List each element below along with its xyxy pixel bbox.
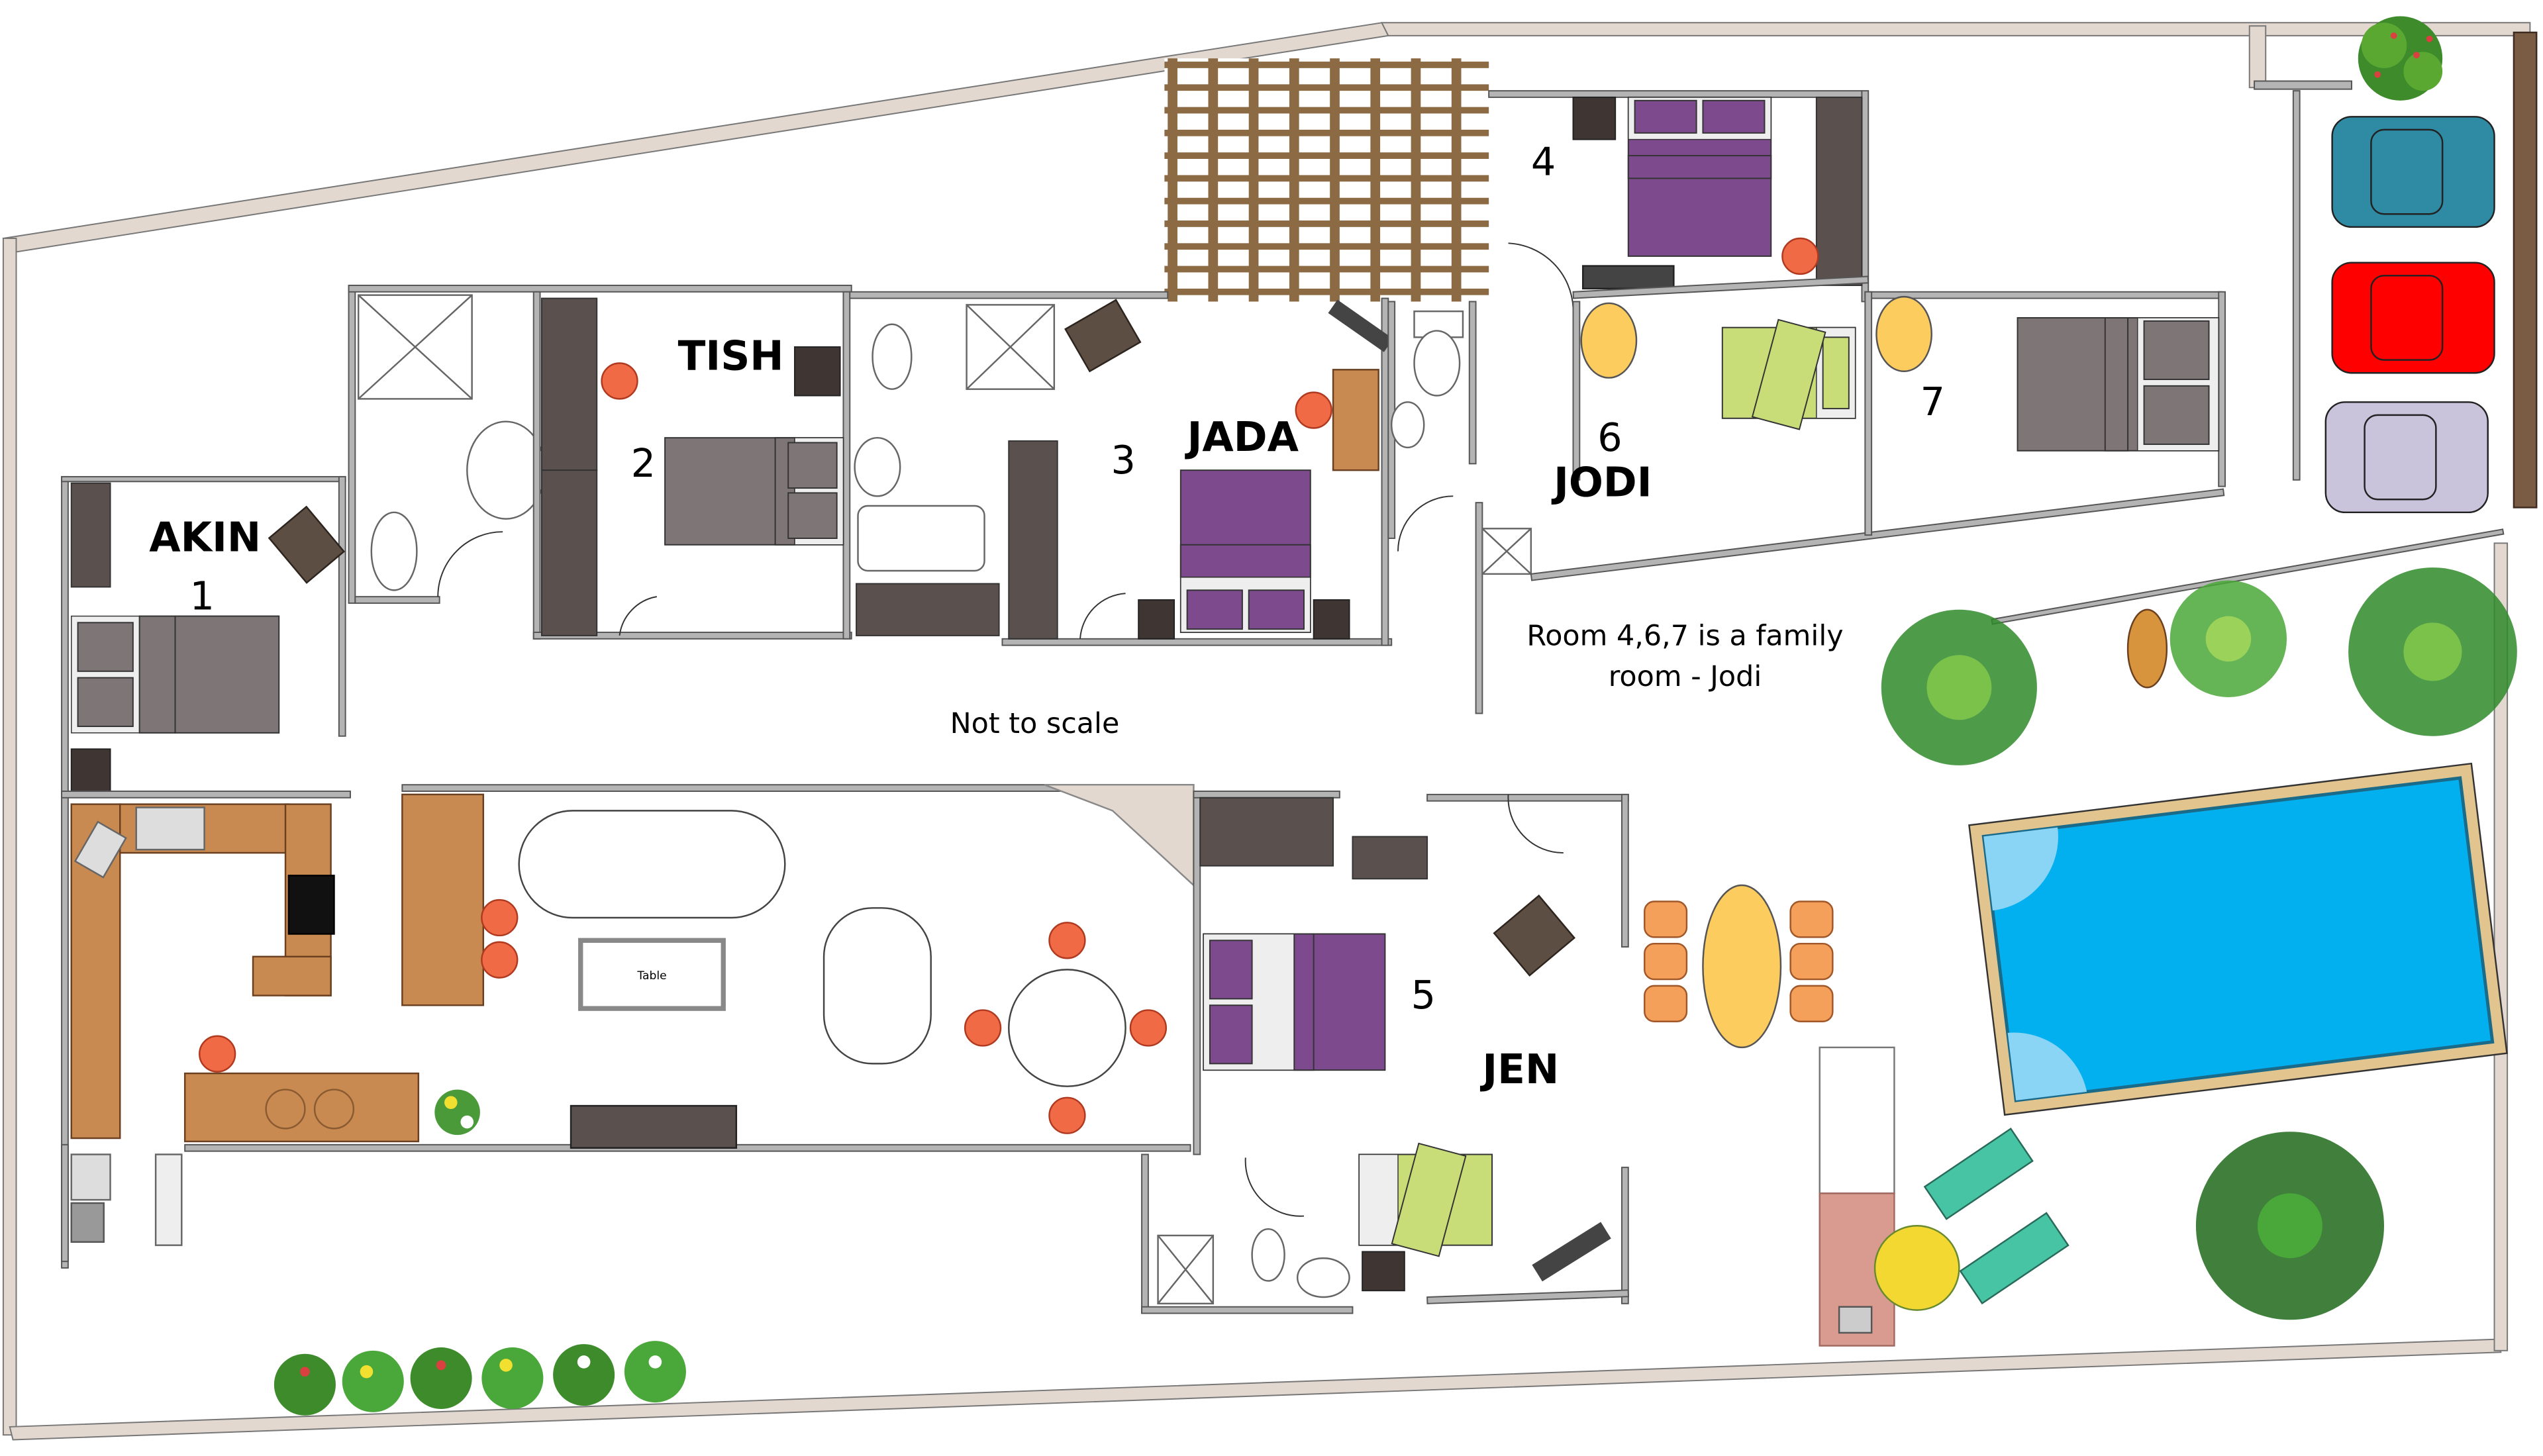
sun-lounger-2 <box>1959 1212 2069 1305</box>
palm-tree-4 <box>2195 1132 2384 1320</box>
room-label-jada: JADA <box>1185 414 1299 461</box>
kitchen <box>61 791 420 1263</box>
dishwasher <box>135 806 205 851</box>
front-flower-bed <box>274 1341 686 1416</box>
dresser-jada <box>1332 369 1379 471</box>
coffee-table <box>578 938 726 1011</box>
dining-table <box>1008 969 1126 1087</box>
kitchen-island-sink <box>183 1072 420 1143</box>
armchair-jen <box>1493 894 1575 977</box>
room-4: 4 <box>1488 90 1870 309</box>
room-5-jen: 5 JEN <box>1193 791 1629 1304</box>
potted-flowers-indoor <box>434 1089 480 1136</box>
round-table-room-6 <box>1580 302 1638 379</box>
dryer <box>70 1202 105 1243</box>
room-label-tish: TISH <box>678 332 784 379</box>
room-7: 7 <box>1864 291 2226 536</box>
outdoor-sink <box>1838 1306 1873 1334</box>
room-number-3: 3 <box>1111 437 1136 483</box>
patio-umbrella <box>1873 1225 1960 1311</box>
pergola <box>1164 58 1489 302</box>
room-number-5: 5 <box>1411 972 1436 1018</box>
room-2-tish: TISH 2 <box>532 291 852 640</box>
carport <box>2292 16 2495 514</box>
armchair-akin <box>268 505 346 584</box>
room-3-jada: JADA 3 <box>1001 297 1393 646</box>
palm-tree-1 <box>1881 609 2037 765</box>
washer <box>70 1153 111 1201</box>
chair-tish <box>601 362 638 400</box>
palm-tree-2 <box>2169 580 2287 697</box>
swimming-pool <box>1968 762 2508 1116</box>
tv-jada <box>1328 299 1393 352</box>
room-label-jodi: JODI <box>1551 459 1652 506</box>
cooktop <box>287 875 335 935</box>
room-number-2: 2 <box>631 440 656 486</box>
room-number-4: 4 <box>1531 138 1556 184</box>
bar-counter <box>401 793 485 1006</box>
sun-lounger-1 <box>1923 1128 2034 1220</box>
flowering-shrub <box>2358 16 2443 101</box>
room-6-jodi: 6 JODI <box>1475 301 2225 714</box>
tv-console <box>570 1104 738 1149</box>
palm-tree-3 <box>2348 567 2517 736</box>
family-room-note-line2: room - Jodi <box>1609 660 1762 693</box>
outdoor-dining-table <box>1702 884 1782 1049</box>
living-room: Table <box>184 783 1195 1152</box>
tv-room-4 <box>1581 265 1675 290</box>
room-number-6: 6 <box>1597 414 1622 460</box>
room-label-jen: JEN <box>1479 1046 1559 1093</box>
gate-post <box>2513 31 2538 509</box>
round-table-room-7 <box>1875 295 1932 372</box>
coffee-table-label: Table <box>636 969 666 983</box>
patio-table-set <box>2126 608 2168 689</box>
room-number-7: 7 <box>1920 379 1945 424</box>
pool-deck <box>1819 1046 2069 1347</box>
stair-landing <box>1044 783 1195 887</box>
room-number-1: 1 <box>190 573 215 619</box>
sofa <box>518 810 786 919</box>
laundry-sink <box>154 1153 183 1246</box>
bathroom-3-6 <box>1387 301 1477 552</box>
tv-jen <box>1532 1222 1611 1282</box>
bathroom-5 <box>1141 1153 1354 1314</box>
bathroom-2-3 <box>849 291 1169 636</box>
room-1-akin: AKIN 1 <box>61 475 346 1269</box>
outdoor-dining <box>1644 884 1834 1049</box>
scale-note: Not to scale <box>950 707 1120 740</box>
armchair-jada <box>1064 299 1142 373</box>
bathroom-1-2 <box>348 285 852 604</box>
room-label-akin: AKIN <box>149 514 261 561</box>
lavender-car <box>2324 401 2489 514</box>
microwave <box>74 820 127 879</box>
red-car <box>2331 262 2495 374</box>
family-room-note: Room 4,6,7 is a family <box>1526 620 1843 653</box>
teal-car <box>2331 116 2495 228</box>
property-fence <box>2 22 2538 1441</box>
loveseat <box>823 907 932 1065</box>
